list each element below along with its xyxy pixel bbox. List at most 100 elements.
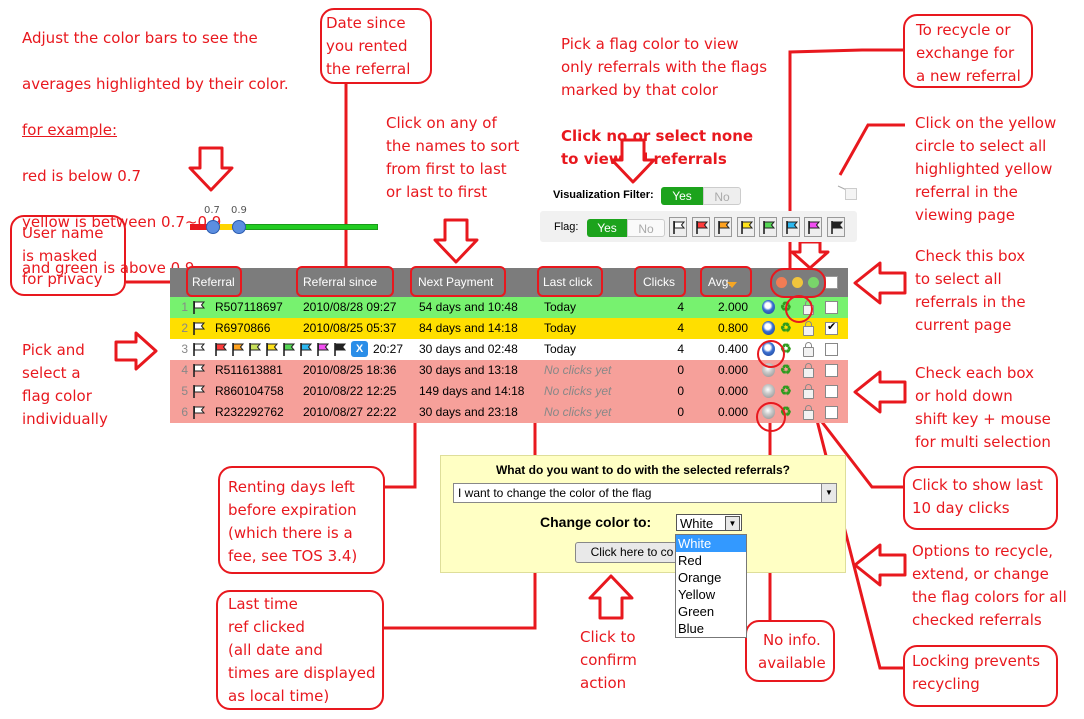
pick-magenta-flag-icon[interactable] — [316, 342, 330, 357]
row-checkbox[interactable]: ✔ — [825, 321, 838, 335]
click-history-icon[interactable] — [762, 321, 775, 335]
row-checkbox[interactable] — [825, 301, 838, 314]
user-name-note: User name is masked for privacy — [22, 224, 104, 288]
flag-filter-blue-button[interactable] — [781, 217, 800, 237]
color-select-value: White — [680, 516, 714, 531]
flag-filter-black-button[interactable] — [826, 217, 845, 237]
pick-blue-flag-icon[interactable] — [299, 342, 313, 357]
header-next-payment[interactable]: Next Payment — [418, 275, 494, 289]
header-clicks[interactable]: Clicks — [643, 275, 675, 289]
recycle-icon[interactable]: ♻ — [780, 404, 792, 419]
flag-icon[interactable] — [192, 363, 206, 378]
clicks-count: 0 — [677, 405, 684, 419]
color-option[interactable]: Blue — [678, 621, 705, 636]
color-option[interactable]: Orange — [678, 570, 722, 585]
flag-icon[interactable] — [192, 342, 206, 357]
flag-filter-yes-button[interactable]: Yes — [587, 219, 627, 237]
referral-name: R232292762 — [215, 405, 284, 419]
header-referral[interactable]: Referral — [192, 275, 235, 289]
recycle-icon[interactable]: ♻ — [780, 362, 792, 377]
flag-icon[interactable] — [192, 405, 206, 420]
flag-filter-green-button[interactable] — [759, 217, 777, 237]
flag-filter-orange-button[interactable] — [714, 217, 732, 237]
color-dropdown-icon[interactable]: ▼ — [725, 516, 740, 531]
pick-yellow-flag-icon[interactable] — [265, 342, 279, 357]
flag-icon[interactable] — [192, 384, 206, 399]
flag-filter-yellow-button[interactable] — [736, 217, 755, 237]
color-option[interactable]: Yellow — [678, 587, 716, 602]
action-select[interactable]: I want to change the color of the flag ▼ — [453, 483, 837, 503]
visualization-no-button[interactable]: No — [703, 187, 741, 205]
yellow-bar — [212, 224, 234, 230]
no-info-callout — [745, 620, 835, 682]
lock-icon[interactable] — [803, 342, 814, 357]
close-picker-button[interactable]: X — [351, 341, 368, 357]
referral-since: 2010/08/28 09:27 — [303, 300, 397, 314]
pick-black-flag-icon[interactable] — [333, 342, 347, 357]
row-number: 6 — [181, 405, 188, 419]
flag-color-picker: X — [214, 339, 372, 360]
color-option[interactable]: Red — [678, 553, 702, 568]
chevron-down-icon[interactable]: ▼ — [821, 484, 836, 502]
header-referral-since[interactable]: Referral since — [303, 275, 378, 289]
multi-select-note: Check each box or hold down shift key + … — [915, 364, 1051, 451]
row-checkbox[interactable] — [825, 343, 838, 356]
lock-icon[interactable] — [803, 384, 814, 399]
color-select[interactable]: White ▼ — [676, 514, 742, 531]
referral-since: 2010/08/25 18:36 — [303, 363, 397, 377]
flag-icon[interactable] — [192, 321, 206, 336]
low-handle[interactable] — [206, 220, 220, 234]
lock-icon[interactable] — [803, 405, 814, 420]
pick-green-flag-icon[interactable] — [282, 342, 296, 357]
row-checkbox[interactable] — [825, 364, 838, 377]
confirm-button[interactable]: Click here to co — [575, 542, 689, 563]
lock-icon[interactable] — [803, 321, 814, 336]
yellow-circle-icon[interactable] — [792, 277, 803, 288]
red-circle-icon[interactable] — [776, 277, 787, 288]
row-checkbox[interactable] — [825, 406, 838, 419]
leader-recycle — [788, 48, 903, 292]
flag-filter-note: Pick a flag color to view only referrals… — [561, 35, 768, 168]
header-last-click[interactable]: Last click — [543, 275, 593, 289]
lock-icon[interactable] — [803, 363, 814, 378]
flag-icon — [717, 220, 731, 239]
color-option[interactable]: White — [676, 535, 746, 552]
visualization-yes-button[interactable]: Yes — [661, 187, 703, 205]
action-question: What do you want to do with the selected… — [495, 463, 791, 477]
pick-orange-flag-icon[interactable] — [231, 342, 245, 357]
user-name-callout — [10, 215, 126, 296]
recycle-icon[interactable]: ♻ — [780, 341, 792, 356]
locking-note: Locking prevents recycling — [912, 652, 1041, 693]
highlight-avg — [700, 266, 752, 297]
flag-filter-red-button[interactable] — [691, 217, 710, 237]
row-number: 1 — [181, 300, 188, 314]
high-handle[interactable] — [232, 220, 246, 234]
flag-filter-magenta-button[interactable] — [804, 217, 822, 237]
pick-red-flag-icon[interactable] — [214, 342, 228, 357]
green-circle-icon[interactable] — [808, 277, 819, 288]
row-checkbox[interactable] — [825, 385, 838, 398]
average-color-slider[interactable] — [190, 220, 380, 234]
action-select-value: I want to change the color of the flag — [458, 486, 652, 500]
pick-yellow-flag-icon[interactable] — [248, 342, 262, 357]
recycle-icon[interactable]: ♻ — [780, 320, 792, 335]
check-all-note: Check this box to select all referrals i… — [915, 247, 1026, 334]
slider-low-label: 0.7 — [204, 205, 220, 216]
select-all-checkbox[interactable] — [825, 276, 838, 289]
color-option[interactable]: Green — [678, 604, 715, 619]
flag-icon[interactable] — [192, 300, 206, 315]
header-avg[interactable]: Avg. — [708, 275, 732, 289]
select-yellow-checkbox[interactable] — [845, 188, 857, 200]
flag-filter-no-button[interactable]: No — [627, 219, 665, 237]
recycle-icon[interactable]: ♻ — [780, 383, 792, 398]
clicks-count: 4 — [677, 300, 684, 314]
flag-filter-white-button[interactable] — [669, 217, 687, 237]
arrow-down-filter — [610, 138, 656, 184]
click-history-icon[interactable] — [762, 300, 775, 314]
